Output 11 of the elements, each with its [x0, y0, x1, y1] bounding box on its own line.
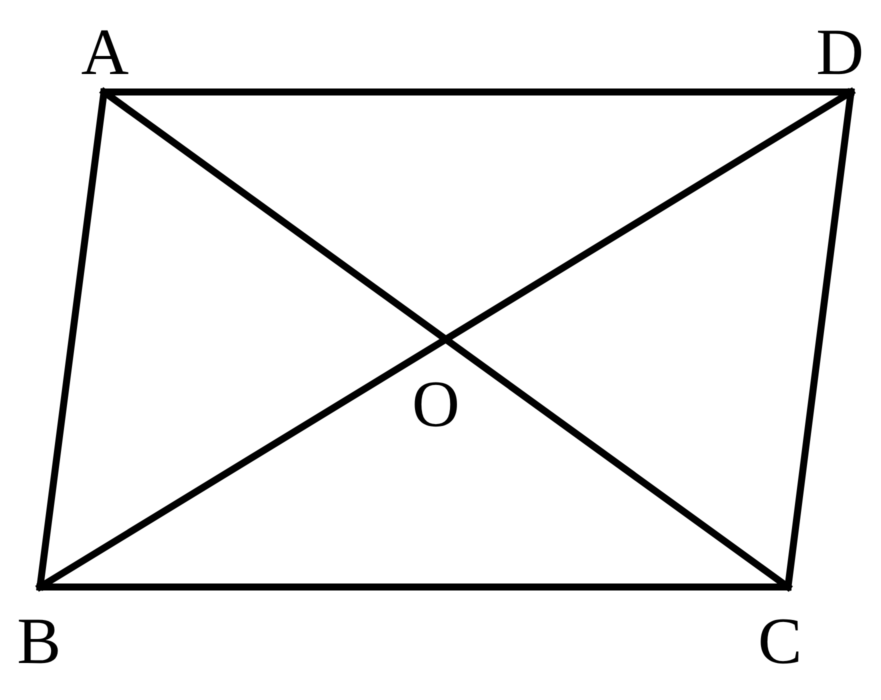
line-segment	[100, 88, 854, 96]
vertex-label: C	[758, 613, 802, 671]
vertex-label: D	[816, 24, 864, 82]
vertex-label: A	[81, 24, 129, 82]
line-segment	[36, 88, 108, 590]
point-label: O	[412, 376, 460, 434]
line-segment	[36, 584, 792, 590]
line-segment	[36, 88, 854, 590]
vertex-label: B	[16, 613, 62, 671]
line-segment	[784, 88, 854, 590]
line-segment	[100, 88, 792, 590]
